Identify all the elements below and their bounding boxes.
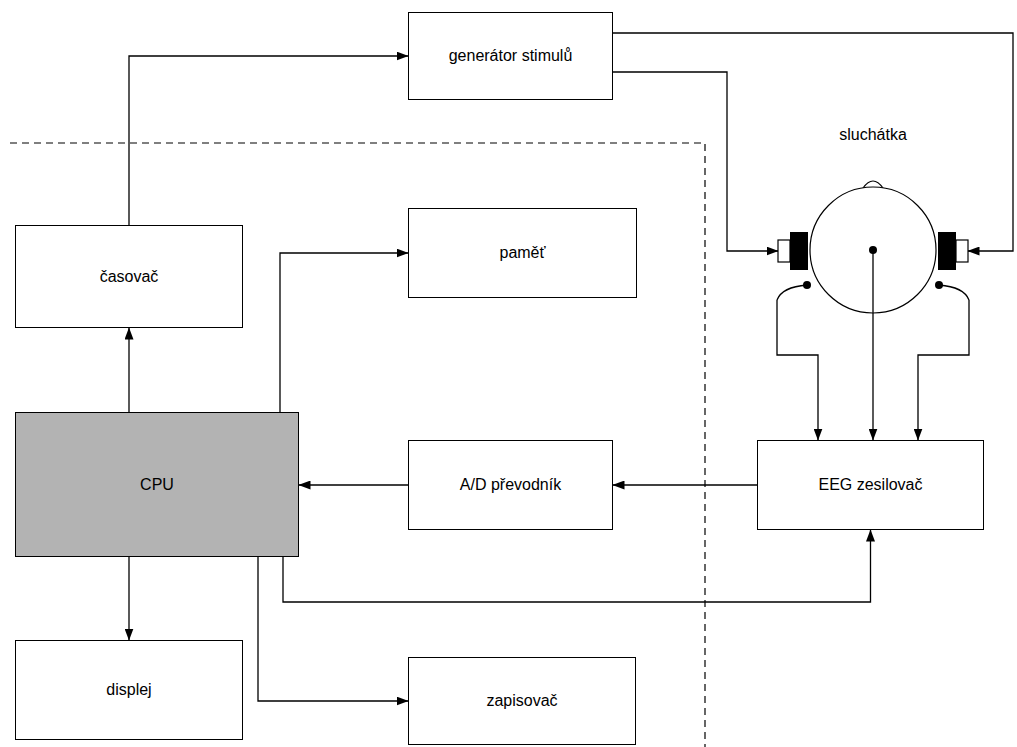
signal-arrow (613, 72, 778, 251)
electrode-wire (777, 285, 807, 300)
electrode-wire (872, 250, 873, 313)
box-label: generátor stimulů (449, 46, 573, 65)
signal-arrow (129, 56, 408, 225)
figure-label: sluchátka (770, 125, 976, 144)
head-outline (810, 187, 936, 313)
signal-arrow (613, 484, 757, 485)
box-label: paměť (499, 243, 545, 262)
cpu-box: CPU (15, 412, 299, 557)
earphone-pad (938, 232, 956, 270)
signal-arrow (258, 557, 408, 701)
signal-arrow (872, 313, 873, 440)
dashed-boundary (10, 143, 705, 747)
box-label: CPU (140, 475, 174, 494)
signal-arrow (280, 253, 408, 412)
earphone-cup (956, 240, 968, 262)
box-label: displej (106, 680, 151, 699)
process-box: paměť (408, 208, 637, 298)
process-box: displej (15, 640, 243, 740)
signal-arrow (299, 484, 408, 485)
head-figure: sluchátka (770, 125, 976, 320)
earphone-cup (778, 240, 790, 262)
box-label: časovač (100, 267, 159, 286)
box-label: zapisovač (486, 691, 557, 710)
earphone-pad (790, 232, 808, 270)
box-label: A/D převodník (460, 475, 561, 494)
signal-arrow (918, 300, 969, 440)
process-box: časovač (15, 225, 243, 328)
electrode-dot (935, 281, 943, 289)
box-label: EEG zesilovač (818, 475, 922, 494)
process-box: A/D převodník (408, 440, 613, 530)
signal-arrow (128, 557, 129, 640)
signal-arrow (128, 328, 129, 412)
process-box: generátor stimulů (408, 12, 613, 100)
signal-arrow (777, 300, 818, 440)
process-box: zapisovač (408, 657, 636, 745)
electrode-wire (939, 285, 969, 300)
electrode-dot (803, 281, 811, 289)
process-box: EEG zesilovač (757, 440, 984, 530)
signal-arrow (283, 530, 871, 602)
electrode-dot (869, 246, 877, 254)
head-drawing (770, 125, 976, 320)
signal-arrow (613, 33, 1013, 251)
